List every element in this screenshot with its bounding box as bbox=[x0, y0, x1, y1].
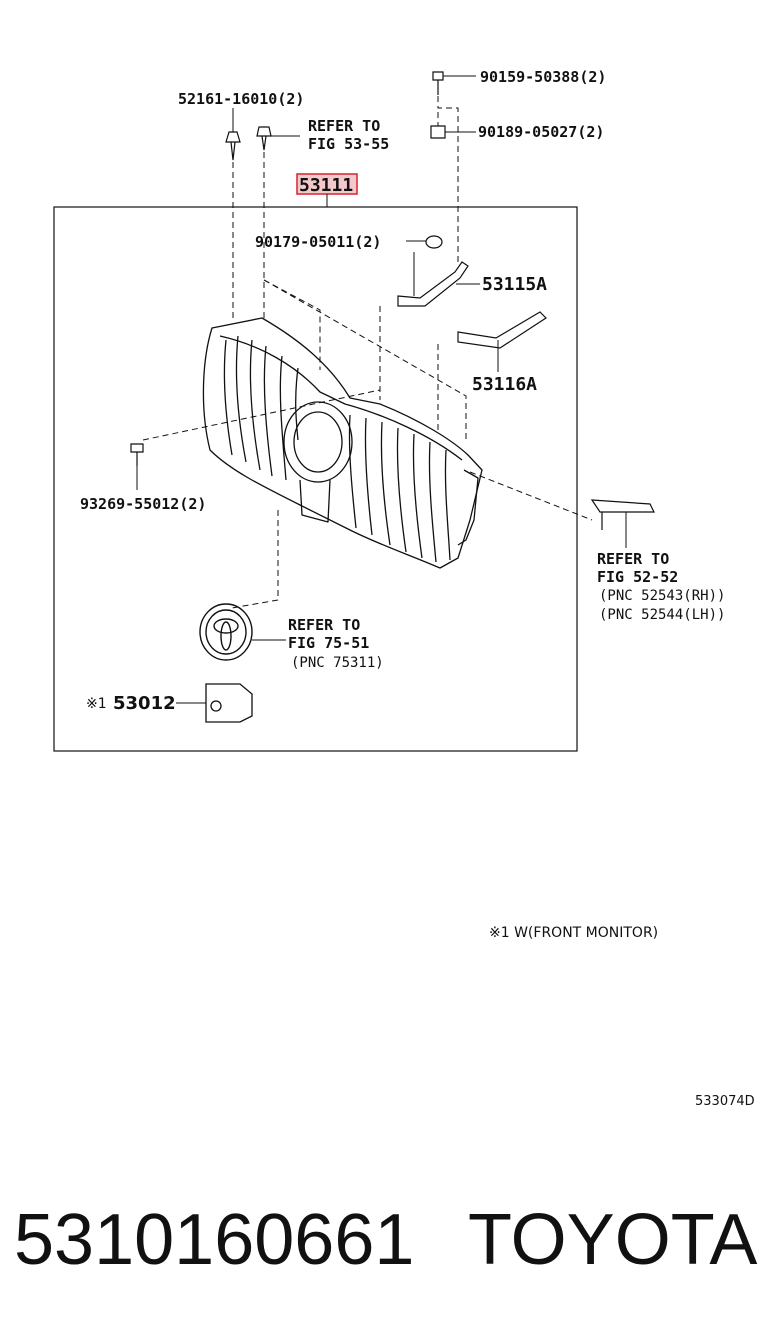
label-90179[interactable]: 90179-05011(2) bbox=[255, 233, 381, 251]
part-label-53111[interactable]: 53111 bbox=[299, 175, 353, 196]
label-53116A[interactable]: 53116A bbox=[472, 374, 537, 395]
toyota-emblem-icon bbox=[199, 603, 253, 661]
label-refer-52-line2[interactable]: FIG 52-52 bbox=[597, 568, 678, 586]
label-refer-75-line3: (PNC 75311) bbox=[291, 655, 384, 671]
label-90189[interactable]: 90189-05027(2) bbox=[478, 123, 604, 141]
bracket-53116A-icon bbox=[457, 311, 547, 349]
clip-52161-icon bbox=[225, 131, 241, 161]
label-53012[interactable]: 53012 bbox=[113, 693, 176, 714]
label-refer-53-line1[interactable]: REFER TO bbox=[308, 117, 380, 135]
clip-fig53-icon bbox=[256, 126, 272, 151]
label-53012-prefix: ※1 bbox=[86, 696, 107, 712]
label-93269[interactable]: 93269-55012(2) bbox=[80, 495, 206, 513]
label-refer-52-line4: (PNC 52544(LH)) bbox=[599, 607, 725, 623]
label-refer-53-line2[interactable]: FIG 53-55 bbox=[308, 135, 389, 153]
grille-illustration bbox=[202, 317, 483, 569]
drawing-id: 533074D bbox=[695, 1094, 755, 1109]
label-refer-75-line2[interactable]: FIG 75-51 bbox=[288, 634, 369, 652]
footer: 5310160661 TOYOTA bbox=[0, 1185, 760, 1295]
bolt-90159-icon bbox=[432, 71, 444, 95]
screw-93269-icon bbox=[130, 443, 144, 466]
bracket-53115A-icon bbox=[397, 261, 469, 307]
part-number: 5310160661 bbox=[14, 1200, 415, 1280]
brand-name: TOYOTA bbox=[468, 1200, 758, 1280]
label-90159[interactable]: 90159-50388(2) bbox=[480, 68, 606, 86]
front-monitor-note: ※1 W(FRONT MONITOR) bbox=[489, 925, 658, 941]
label-refer-75-line1[interactable]: REFER TO bbox=[288, 616, 360, 634]
nut-90189-icon bbox=[430, 125, 446, 139]
label-refer-52-line1[interactable]: REFER TO bbox=[597, 550, 669, 568]
bracket-fig52-icon bbox=[590, 499, 655, 530]
cover-53012-icon bbox=[205, 683, 253, 723]
label-52161[interactable]: 52161-16010(2) bbox=[178, 90, 304, 108]
leader-lines bbox=[136, 75, 627, 704]
label-53115A[interactable]: 53115A bbox=[482, 274, 547, 295]
alignment-lines bbox=[142, 96, 593, 609]
label-refer-52-line3: (PNC 52543(RH)) bbox=[599, 588, 725, 604]
assembly-box bbox=[53, 206, 578, 752]
clip-90179-icon bbox=[425, 235, 443, 249]
